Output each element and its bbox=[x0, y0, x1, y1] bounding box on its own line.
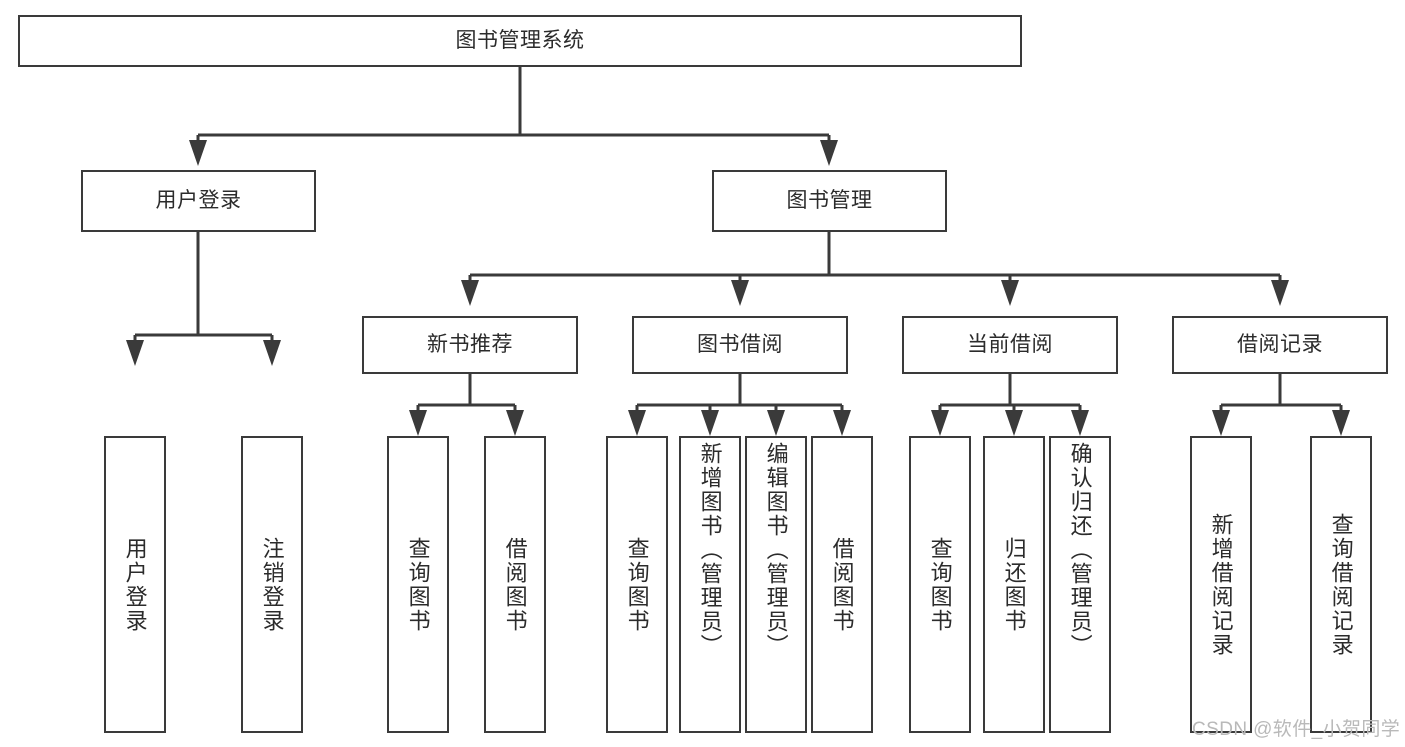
node-label: 归还图书 bbox=[1001, 536, 1027, 633]
arrowhead-icon bbox=[767, 410, 785, 436]
arrowhead-icon bbox=[820, 140, 838, 166]
node-label: 新书推荐 bbox=[427, 333, 513, 357]
arrowhead-icon bbox=[506, 410, 524, 436]
node-label: 确认归还（管理员） bbox=[1067, 442, 1093, 658]
node-leaf-bb-edit[interactable]: 编辑图书（管理员） bbox=[745, 436, 807, 733]
node-leaf-rc-add[interactable]: 新增借阅记录 bbox=[1190, 436, 1252, 733]
node-leaf-bb-borrow[interactable]: 借阅图书 bbox=[811, 436, 873, 733]
node-leaf-user-logout[interactable]: 注销登录 bbox=[241, 436, 303, 733]
node-l2-user-login[interactable]: 用户登录 bbox=[81, 170, 316, 232]
arrowhead-icon bbox=[263, 340, 281, 366]
node-leaf-bb-query[interactable]: 查询图书 bbox=[606, 436, 668, 733]
arrowhead-icon bbox=[1271, 280, 1289, 306]
node-leaf-cb-return[interactable]: 归还图书 bbox=[983, 436, 1045, 733]
node-label: 查询图书 bbox=[405, 536, 431, 633]
arrowhead-icon bbox=[1001, 280, 1019, 306]
arrowhead-icon bbox=[1332, 410, 1350, 436]
node-label: 查询借阅记录 bbox=[1328, 512, 1354, 657]
node-label: 借阅图书 bbox=[502, 536, 528, 633]
node-leaf-rc-query[interactable]: 查询借阅记录 bbox=[1310, 436, 1372, 733]
node-root[interactable]: 图书管理系统 bbox=[18, 15, 1022, 67]
arrowhead-icon bbox=[409, 410, 427, 436]
node-label: 借阅图书 bbox=[829, 536, 855, 633]
node-label: 查询图书 bbox=[624, 536, 650, 633]
node-label: 图书借阅 bbox=[697, 333, 783, 357]
node-leaf-bb-add[interactable]: 新增图书（管理员） bbox=[679, 436, 741, 733]
node-leaf-cb-confirm[interactable]: 确认归还（管理员） bbox=[1049, 436, 1111, 733]
arrowhead-icon bbox=[1071, 410, 1089, 436]
arrowhead-icon bbox=[461, 280, 479, 306]
node-label: 用户登录 bbox=[155, 189, 242, 213]
node-label: 借阅记录 bbox=[1237, 333, 1323, 357]
arrowhead-icon bbox=[833, 410, 851, 436]
node-leaf-nb-borrow[interactable]: 借阅图书 bbox=[484, 436, 546, 733]
node-leaf-nb-query[interactable]: 查询图书 bbox=[387, 436, 449, 733]
node-label: 用户登录 bbox=[122, 536, 148, 633]
arrowhead-icon bbox=[1212, 410, 1230, 436]
node-label: 新增借阅记录 bbox=[1208, 512, 1234, 657]
node-label: 查询图书 bbox=[927, 536, 953, 633]
node-l2-book-manage[interactable]: 图书管理 bbox=[712, 170, 947, 232]
node-label: 当前借阅 bbox=[967, 333, 1053, 357]
node-label: 图书管理系统 bbox=[455, 29, 585, 53]
arrowhead-icon bbox=[126, 340, 144, 366]
arrowhead-icon bbox=[931, 410, 949, 436]
arrowhead-icon bbox=[1005, 410, 1023, 436]
node-l3-record[interactable]: 借阅记录 bbox=[1172, 316, 1388, 374]
node-label: 编辑图书（管理员） bbox=[763, 442, 789, 658]
node-leaf-cb-query[interactable]: 查询图书 bbox=[909, 436, 971, 733]
node-leaf-user-login[interactable]: 用户登录 bbox=[104, 436, 166, 733]
node-label: 注销登录 bbox=[259, 536, 285, 633]
node-label: 新增图书（管理员） bbox=[697, 442, 723, 658]
node-l3-current[interactable]: 当前借阅 bbox=[902, 316, 1118, 374]
node-l3-new-book[interactable]: 新书推荐 bbox=[362, 316, 578, 374]
arrowhead-icon bbox=[701, 410, 719, 436]
arrowhead-icon bbox=[628, 410, 646, 436]
node-l3-borrow[interactable]: 图书借阅 bbox=[632, 316, 848, 374]
arrowhead-icon bbox=[189, 140, 207, 166]
node-label: 图书管理 bbox=[786, 189, 873, 213]
arrowhead-icon bbox=[731, 280, 749, 306]
